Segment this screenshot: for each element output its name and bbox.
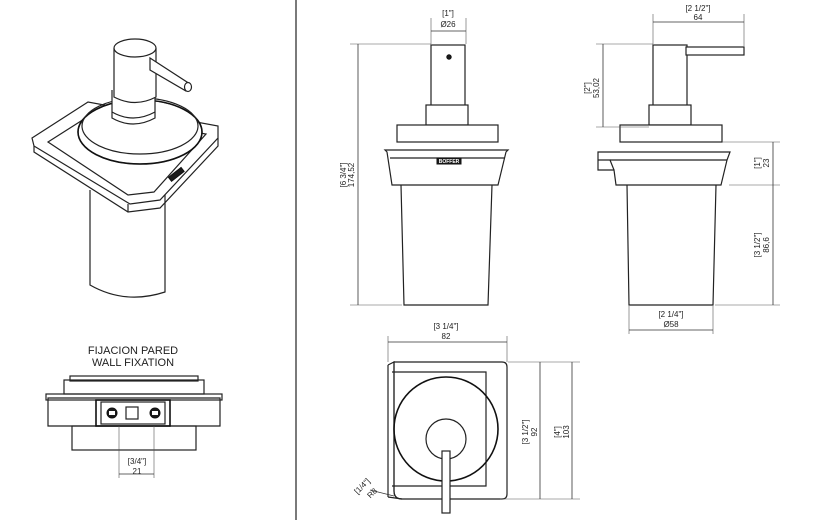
fixing-spacing-mm: 21: [133, 467, 142, 476]
pump-height-mm: 53,02: [592, 77, 601, 98]
total-height-mm: 174,52: [347, 162, 356, 187]
plate-depth-in: [3 1/2"]: [521, 419, 530, 444]
total-height-in: [6 3/4"]: [339, 162, 348, 187]
plate-width-in: [3 1/4"]: [433, 322, 458, 331]
plate-depth-mm: 92: [530, 427, 539, 436]
wall-fixation-view: [45, 375, 223, 478]
top-view-dimensions: [369, 336, 580, 500]
pump-height-in: [2"]: [583, 82, 592, 94]
corner-radius-mm: R8: [365, 486, 379, 500]
pump-diameter-mm: Ø26: [440, 20, 456, 29]
isometric-view: [31, 38, 219, 298]
body-diameter-mm: Ø58: [663, 320, 679, 329]
plate-width-mm: 82: [442, 332, 451, 341]
body-height-mm: 86,6: [762, 237, 771, 253]
brand-front: BOFFER: [439, 159, 460, 165]
spout-length-in: [2 1/2"]: [685, 4, 710, 13]
front-view-dimensions: [350, 18, 467, 306]
side-view-dimensions: [596, 14, 780, 334]
top-view: [387, 361, 508, 514]
front-view: [383, 44, 510, 306]
plate-length-in: [4"]: [553, 426, 562, 438]
section-title-es: FIJACION PARED: [88, 345, 178, 357]
side-view: [597, 44, 745, 306]
plate-length-mm: 103: [562, 425, 571, 439]
section-title-en: WALL FIXATION: [92, 357, 174, 369]
bracket-height-in: [1"]: [753, 157, 762, 169]
fixing-spacing-in: [3/4"]: [128, 457, 146, 466]
body-height-in: [3 1/2"]: [753, 232, 762, 257]
spout-length-mm: 64: [694, 13, 703, 22]
bracket-height-mm: 23: [762, 158, 771, 167]
body-diameter-in: [2 1/4"]: [658, 310, 683, 319]
pump-diameter-in: [1"]: [442, 9, 454, 18]
